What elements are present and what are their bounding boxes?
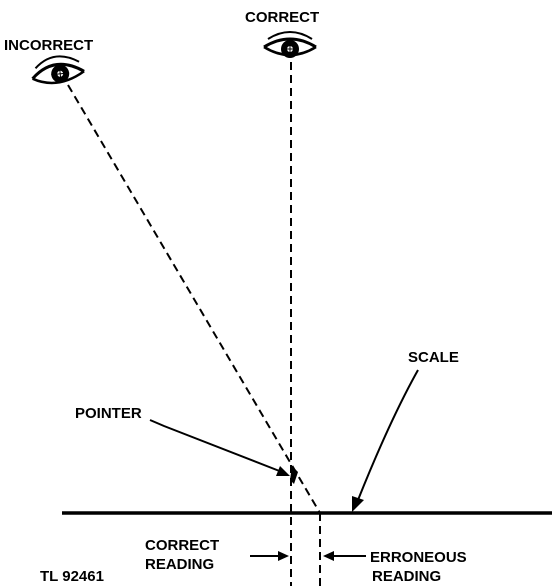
pointer-arrow [149,419,283,473]
correct-label: CORRECT [245,9,319,26]
scale-arrow [357,369,419,501]
erroneous-reading-arrowhead [323,551,334,561]
pointer-label: POINTER [75,405,142,422]
pointer-needle [290,466,298,484]
correct-reading-label-line1: CORRECT [145,537,219,554]
scale-label: SCALE [408,349,459,366]
pointer-arrowhead [276,466,290,476]
erroneous-reading-label-line1: ERRONEOUS [370,549,467,566]
incorrect-label: INCORRECT [4,37,93,54]
erroneous-reading-label-line2: READING [372,568,441,585]
incorrect-eye-icon [31,55,85,85]
correct-reading-arrowhead [278,551,289,561]
incorrect-sight-line [67,84,321,514]
figure-id: TL 92461 [40,568,104,585]
correct-eye-icon [263,31,317,58]
correct-reading-label-line2: READING [145,556,214,573]
scale-arrowhead [352,496,364,512]
